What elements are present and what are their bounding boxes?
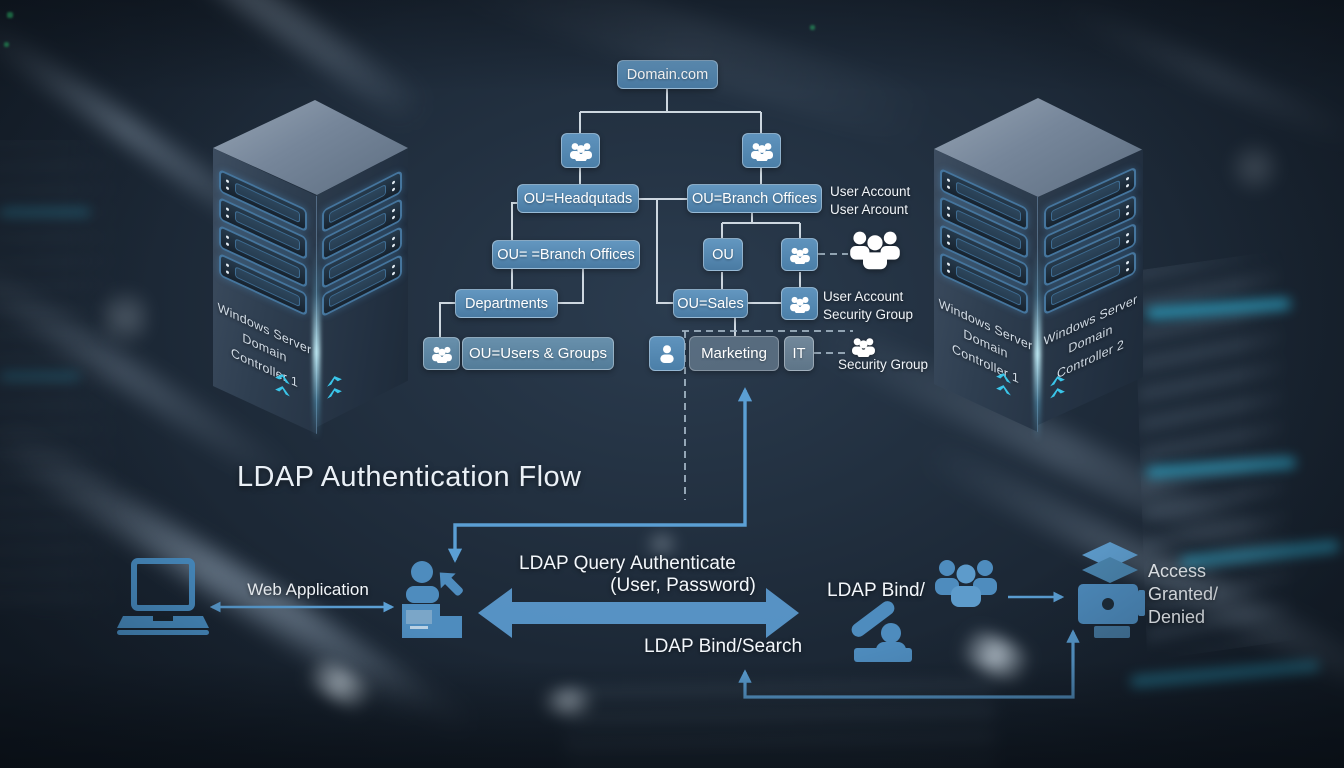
user-account-security-group-label: User Account Security Group bbox=[823, 289, 914, 322]
person-icon-box bbox=[649, 336, 685, 371]
group-icon-box bbox=[781, 287, 818, 320]
users-groups-label: OU=Users & Groups bbox=[469, 345, 607, 362]
laptop-icon bbox=[117, 558, 209, 635]
page-title: LDAP Authentication Flow bbox=[237, 461, 582, 493]
security-group-icon bbox=[852, 338, 875, 357]
tree-node-departments: Departments bbox=[455, 289, 558, 318]
person-at-computer-icon bbox=[402, 561, 463, 638]
group-icon-box bbox=[742, 133, 781, 168]
sales-label: OU=Sales bbox=[677, 295, 744, 312]
tree-node-ou: OU bbox=[703, 238, 743, 271]
marketing-label: Marketing bbox=[701, 345, 767, 362]
branch-offices-label: OU=Branch Offices bbox=[691, 190, 818, 207]
ldap-bind-search-label: LDAP Bind/Search bbox=[644, 636, 803, 657]
headquarters-label: OU=Headqutads bbox=[523, 190, 633, 207]
ou-label: OU bbox=[712, 246, 734, 263]
access-granted-denied-label: Access Granted/ Denied bbox=[1148, 561, 1219, 628]
users-group-icon bbox=[850, 231, 900, 270]
group-icon-box bbox=[561, 133, 600, 168]
directory-bind-person-icon bbox=[851, 601, 912, 662]
users-group-icon bbox=[750, 142, 773, 161]
tree-node-headquarters: OU=Headqutads bbox=[517, 184, 639, 213]
user-account-label: User Account User Arcount bbox=[830, 184, 911, 217]
branch-offices-2-label: OU= =Branch Offices bbox=[497, 246, 635, 263]
group-icon-box bbox=[423, 337, 460, 370]
users-group-icon bbox=[789, 296, 810, 313]
group-icon-box bbox=[781, 238, 818, 271]
security-group-label: Security Group bbox=[838, 357, 929, 372]
tree-node-sales: OU=Sales bbox=[673, 289, 748, 318]
it-label: IT bbox=[792, 345, 806, 362]
tree-node-marketing: Marketing bbox=[689, 336, 779, 371]
domain-label: Domain.com bbox=[626, 66, 709, 83]
departments-label: Departments bbox=[464, 295, 548, 312]
tree-node-branch-offices: OU=Branch Offices bbox=[687, 184, 822, 213]
users-group-icon bbox=[789, 247, 810, 264]
tree-node-users-groups: OU=Users & Groups bbox=[462, 337, 614, 370]
person-icon bbox=[660, 344, 674, 363]
users-group-icon bbox=[935, 560, 997, 607]
tree-node-it: IT bbox=[784, 336, 814, 371]
users-group-icon bbox=[431, 346, 452, 363]
authenticate-label: Authenticate (User, Password) bbox=[610, 553, 756, 597]
tree-node-branch-offices-2: OU= =Branch Offices bbox=[492, 240, 640, 269]
web-application-label: Web Application bbox=[247, 580, 369, 599]
access-decision-server-icon bbox=[1078, 542, 1145, 638]
tree-node-domain: Domain.com bbox=[617, 60, 718, 89]
users-group-icon bbox=[569, 142, 592, 161]
